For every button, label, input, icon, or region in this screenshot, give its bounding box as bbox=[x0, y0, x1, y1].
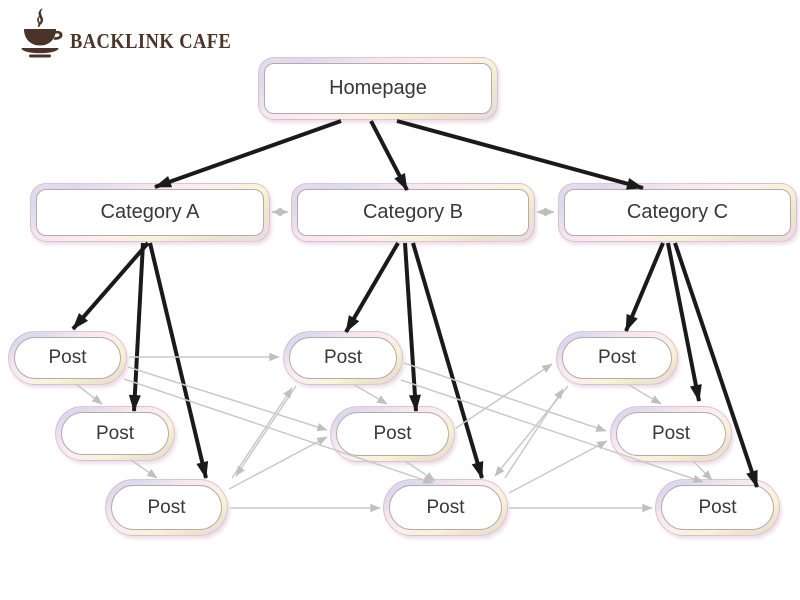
arrow-catC-postC2 bbox=[666, 242, 702, 402]
arrow-postC2-postC3 bbox=[692, 460, 713, 481]
arrow-home-catB bbox=[369, 120, 409, 191]
arrow-catC-postC1 bbox=[624, 242, 665, 332]
arrow-postB1-postB2 bbox=[352, 383, 388, 405]
arrow-postB1-postA3 bbox=[235, 385, 297, 477]
node-catA: Category A bbox=[30, 183, 270, 242]
node-label: Post bbox=[111, 485, 222, 530]
node-label: Post bbox=[61, 412, 169, 455]
arrow-postB2-postC1 bbox=[455, 363, 553, 429]
node-postB2: Post bbox=[330, 406, 455, 462]
arrow-home-catC bbox=[396, 119, 644, 190]
node-label: Homepage bbox=[264, 63, 492, 114]
node-label: Post bbox=[616, 412, 726, 456]
node-postB1: Post bbox=[283, 331, 403, 385]
node-label: Category C bbox=[564, 189, 791, 236]
arrow-catA-postA1 bbox=[71, 241, 150, 331]
arrow-postA3-postB1 bbox=[231, 387, 293, 479]
node-postA1: Post bbox=[8, 331, 127, 385]
arrow-catB-postB2 bbox=[403, 242, 421, 412]
node-label: Post bbox=[289, 337, 397, 379]
arrow-postA1-postA2 bbox=[75, 383, 103, 405]
arrow-postC1-postC2 bbox=[628, 384, 662, 405]
brand-name: BACKLINK CAFE bbox=[70, 29, 232, 53]
arrow-postC1-postB3 bbox=[494, 385, 569, 477]
node-label: Post bbox=[14, 337, 121, 379]
arrow-catA-postA2 bbox=[128, 242, 145, 412]
node-label: Post bbox=[389, 485, 502, 530]
arrow-postA2-postA3 bbox=[130, 459, 158, 479]
arrow-postB3-postC1 bbox=[504, 388, 564, 479]
node-catC: Category C bbox=[558, 183, 797, 242]
node-catB: Category B bbox=[291, 183, 535, 242]
node-postA2: Post bbox=[55, 406, 175, 461]
node-label: Category B bbox=[297, 189, 529, 236]
arrow-home-catA bbox=[154, 119, 342, 189]
node-postC2: Post bbox=[610, 406, 732, 462]
node-postC3: Post bbox=[655, 479, 780, 536]
arrow-catB-postB1 bbox=[344, 241, 400, 334]
node-label: Post bbox=[562, 337, 672, 379]
node-home: Homepage bbox=[258, 57, 498, 120]
node-postB3: Post bbox=[383, 479, 508, 536]
arrow-postB2-postB3 bbox=[404, 460, 436, 482]
node-label: Post bbox=[661, 485, 774, 530]
arrow-postA3-postB2 bbox=[228, 436, 328, 490]
node-postC1: Post bbox=[556, 331, 678, 385]
node-label: Post bbox=[336, 412, 449, 456]
node-postA3: Post bbox=[105, 479, 228, 536]
brand-logo: BACKLINK CAFE bbox=[20, 8, 253, 60]
coffee-cup-icon bbox=[21, 8, 63, 58]
node-label: Category A bbox=[36, 189, 264, 236]
arrow-postB3-postC2 bbox=[508, 440, 608, 494]
